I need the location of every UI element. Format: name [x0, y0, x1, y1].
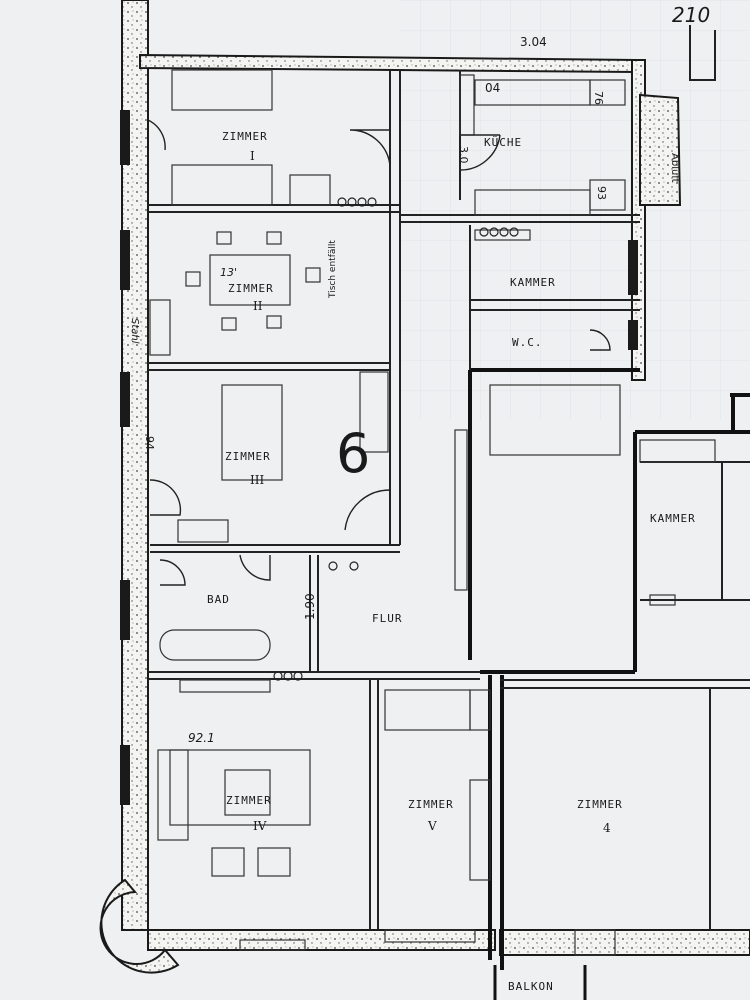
dim-kitchen-c: 93: [595, 186, 608, 200]
page-number: 210: [672, 3, 710, 27]
room-zimmer-iii-numeral: III: [250, 473, 264, 487]
room-kueche-name: KÜCHE: [484, 136, 522, 149]
right-windows: [628, 240, 638, 350]
room-wc-name: W.C.: [512, 336, 543, 349]
dim-flur-width: 1.90: [303, 593, 317, 620]
note-kitchen-wall: Abluft: [669, 153, 680, 183]
room-zimmer-i-name: ZIMMER: [222, 130, 268, 143]
room-kammer-1-name: KAMMER: [510, 276, 556, 289]
room-zimmer-i-numeral: I: [250, 149, 255, 163]
left-windows: [120, 110, 130, 805]
room-bad-name: BAD: [207, 593, 230, 606]
room-zimmer-v-name: ZIMMER: [408, 798, 454, 811]
balcony: [493, 965, 587, 1000]
door-swings: [147, 119, 611, 586]
room-kammer-2-name: KAMMER: [650, 512, 696, 525]
room-zimmer-iv-numeral: IV: [253, 819, 267, 833]
dim-left-a: 94: [143, 436, 156, 450]
handwritten-marker: 6: [336, 422, 370, 485]
dim-zimmer-iv-note: 92.1: [188, 731, 215, 745]
note-left-wall: Stahl: [129, 318, 140, 344]
room-zimmer-4-name: ZIMMER: [577, 798, 623, 811]
dim-kitchen-b: 76: [592, 91, 605, 105]
note-door: Tisch entfällt: [328, 240, 338, 299]
room-zimmer-4-numeral: 4: [603, 821, 611, 835]
bearing-walls: [468, 368, 750, 970]
room-zimmer-ii-name: ZIMMER: [228, 282, 274, 295]
furniture: [149, 69, 716, 956]
corner-turret: [99, 878, 180, 974]
note-zimmer-ii: 13': [220, 266, 237, 279]
room-zimmer-v-numeral: V: [427, 819, 437, 833]
stove-burners: [273, 197, 519, 681]
dim-kitchen-a: 04: [485, 81, 500, 95]
page-number-bracket: [689, 25, 716, 81]
room-zimmer-iii-name: ZIMMER: [225, 450, 271, 463]
room-zimmer-iv-name: ZIMMER: [226, 794, 272, 807]
dim-top-wall: 3.04: [520, 35, 547, 49]
room-zimmer-ii-numeral: II: [253, 299, 263, 313]
room-balkon-name: BALKON: [508, 980, 554, 993]
room-flur-name: FLUR: [372, 612, 403, 625]
dim-kitchen-d: 3.0: [457, 146, 470, 164]
